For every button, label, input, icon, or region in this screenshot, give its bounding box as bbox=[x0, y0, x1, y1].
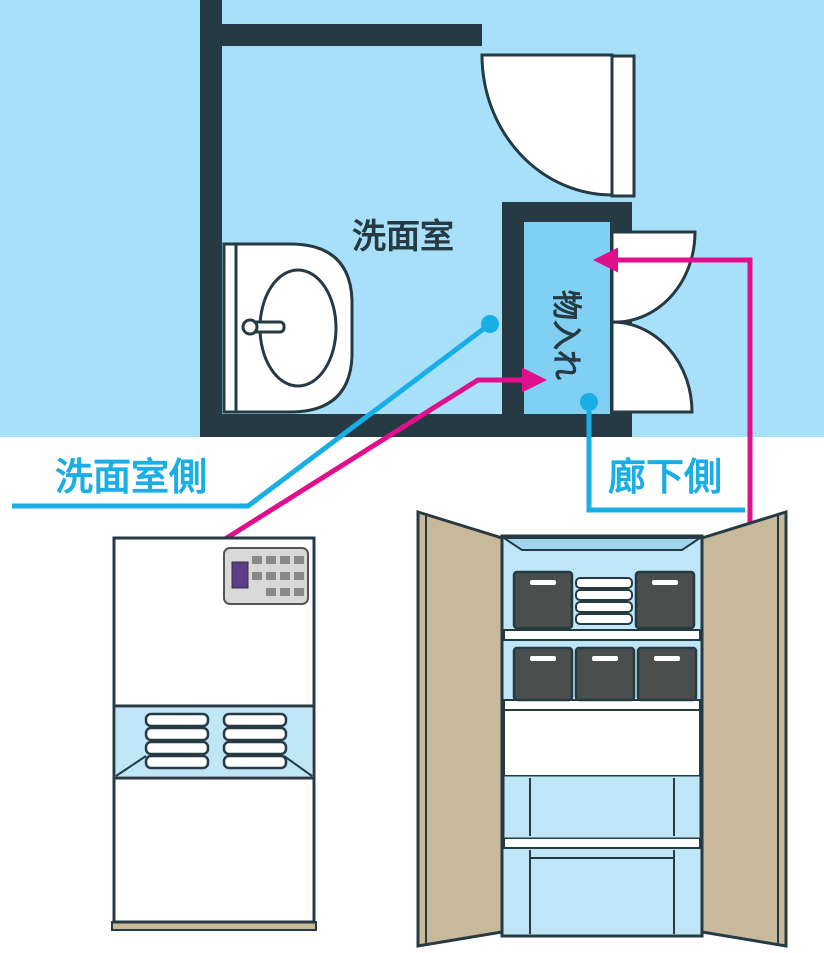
control-panel-icon bbox=[223, 547, 309, 605]
washbasin-icon bbox=[222, 242, 354, 414]
storage-label: 物入れ bbox=[548, 290, 583, 380]
storage-box-icon bbox=[512, 570, 698, 702]
corridor-entry-arrow bbox=[593, 247, 753, 570]
corridor-side-cabinet bbox=[416, 509, 788, 948]
washroom-side-label: 洗面室側 bbox=[55, 455, 207, 499]
door-swing-icon bbox=[480, 53, 636, 198]
washroom-side-pointer bbox=[12, 315, 499, 509]
towel-stack-icon bbox=[144, 712, 288, 770]
box-handles bbox=[530, 580, 680, 661]
washroom-entry-arrow bbox=[196, 367, 547, 559]
floor-plan-background bbox=[0, 0, 824, 437]
room-label: 洗面室 bbox=[352, 217, 454, 257]
corridor-side-pointer bbox=[580, 393, 745, 513]
corridor-side-label: 廊下側 bbox=[608, 455, 722, 499]
cabinet-towel-stack-icon bbox=[575, 577, 633, 625]
storage-door-swing-icon bbox=[610, 230, 697, 414]
